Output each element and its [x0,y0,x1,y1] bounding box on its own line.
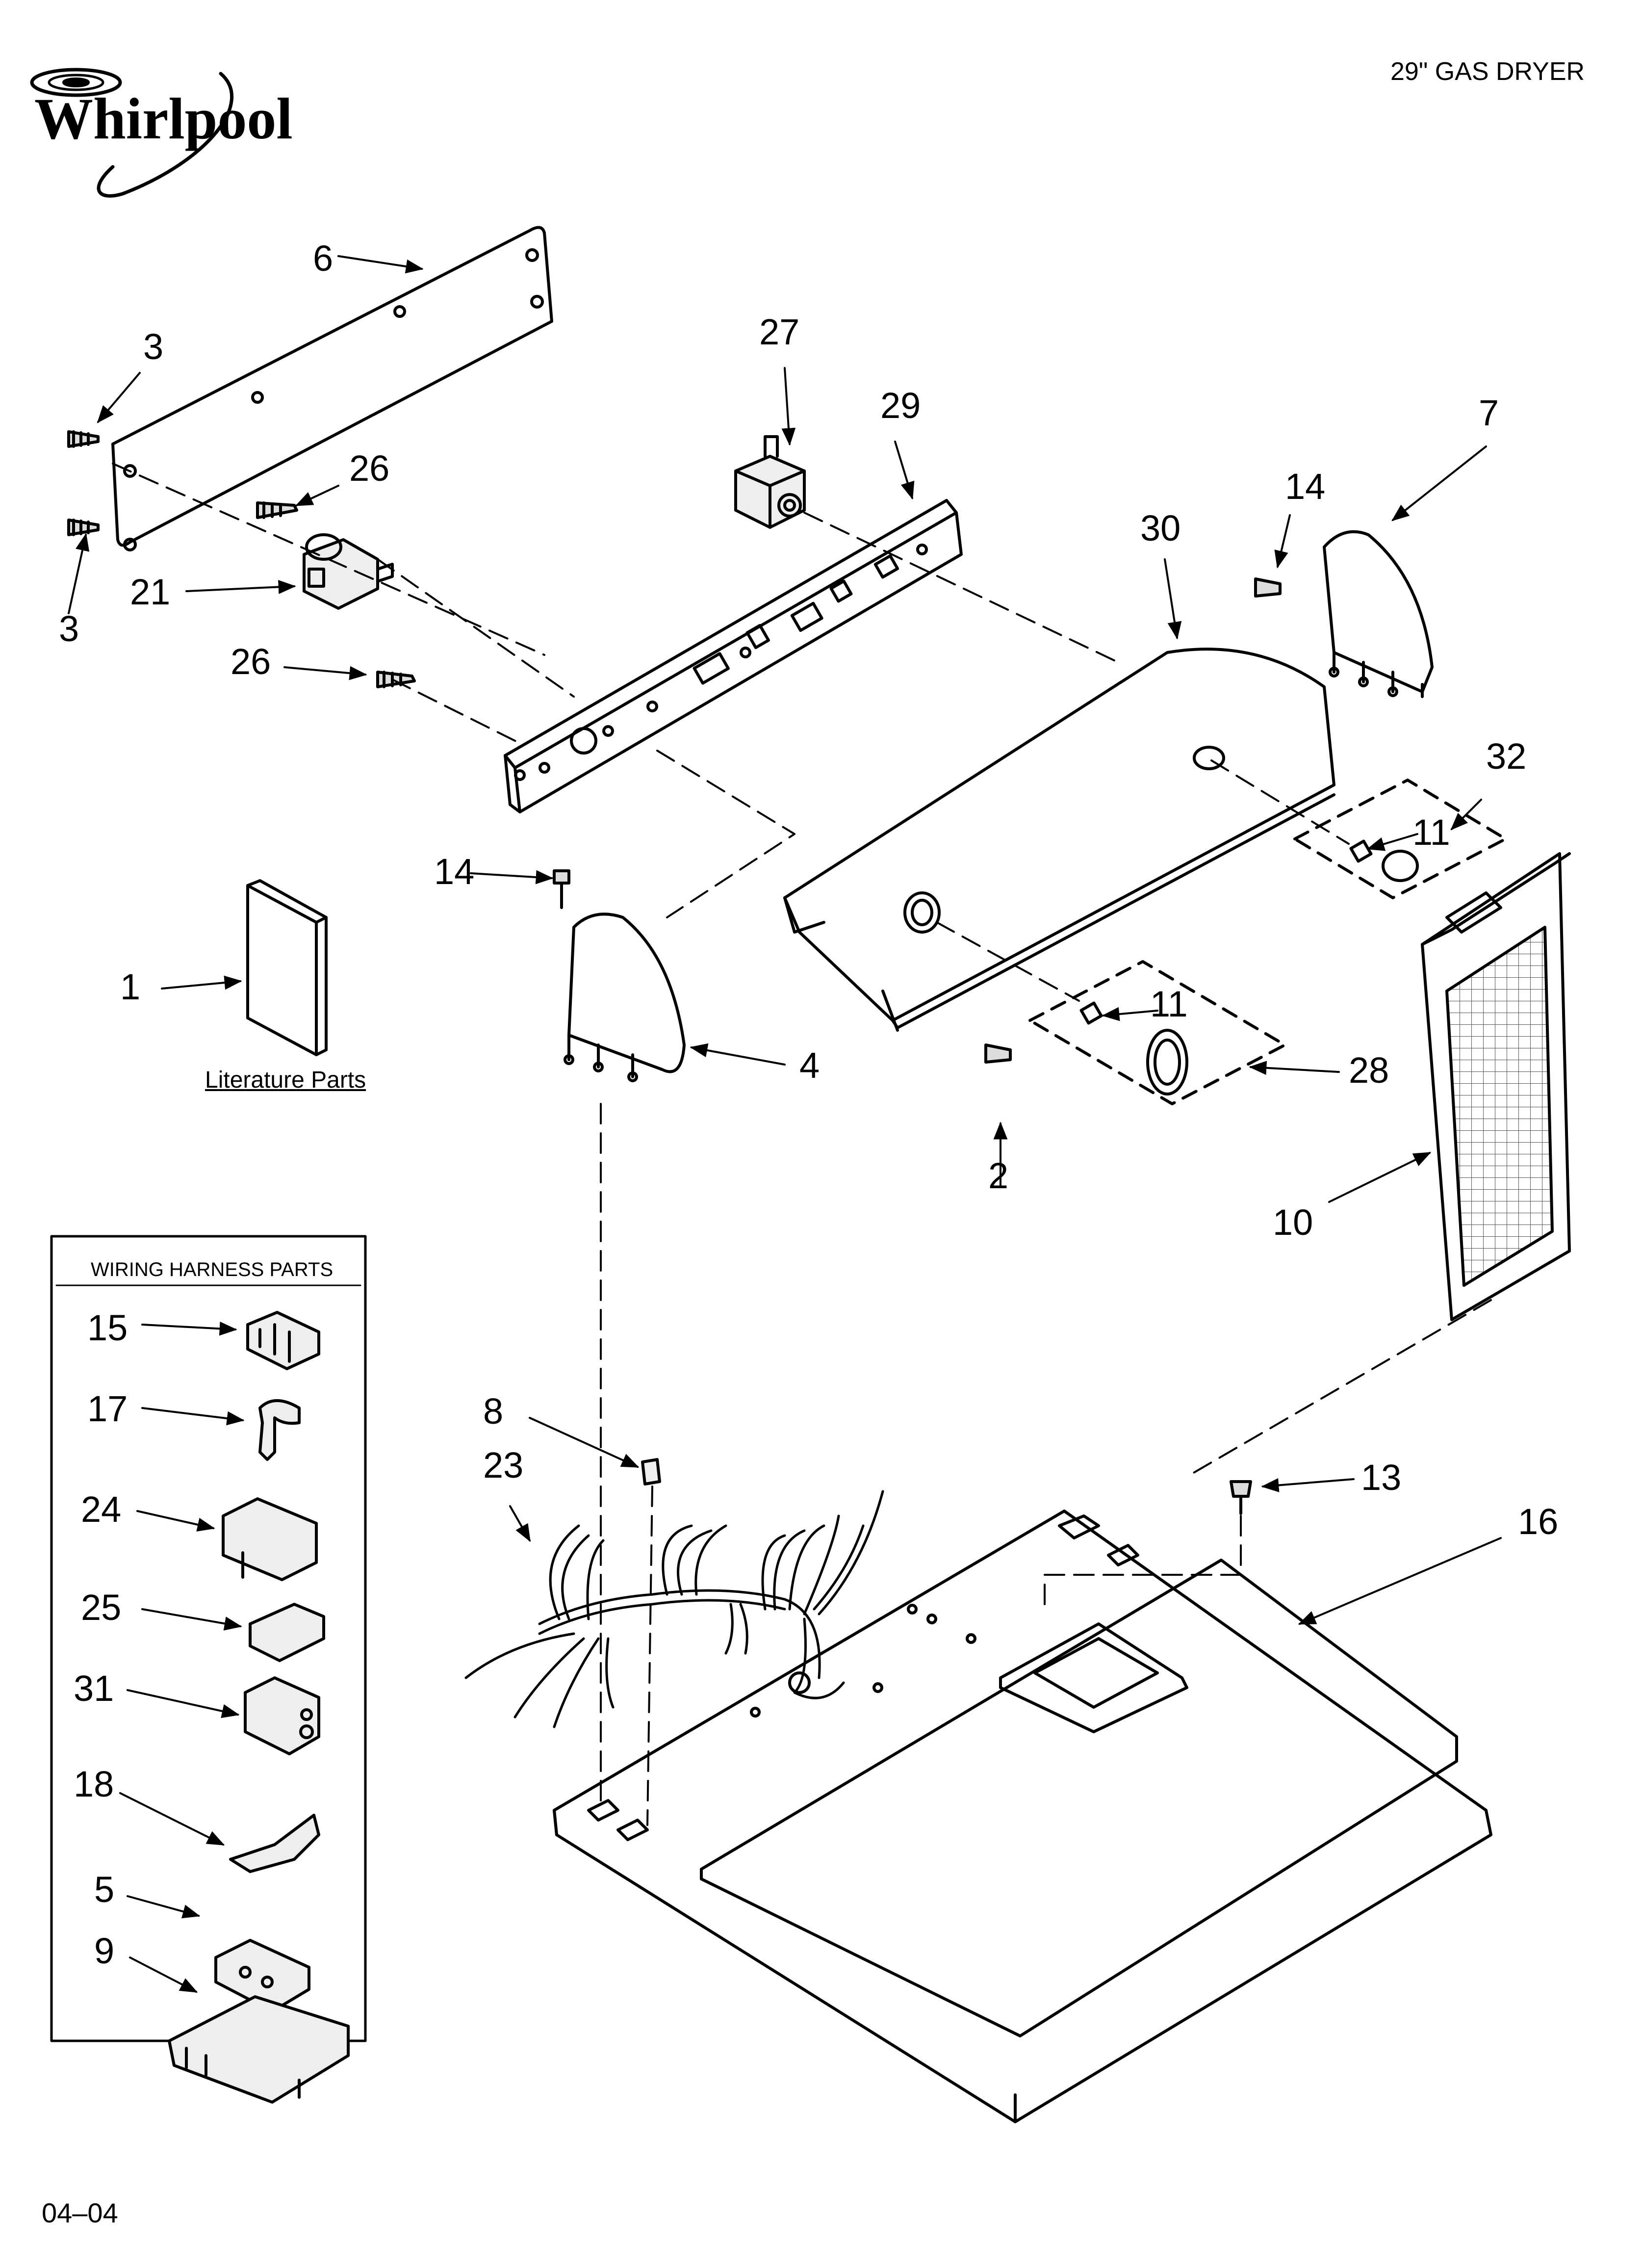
callout-arrows [68,255,1502,1993]
revision-code: 04–04 [42,2197,118,2228]
part-1-literature [246,879,328,1056]
callout-1: 1 [120,966,141,1007]
svg-text:Whirlpool: Whirlpool [34,86,293,151]
callout-8: 8 [483,1391,504,1432]
callout-9: 9 [94,1930,115,1971]
literature-parts-label: Literature Parts [205,1067,366,1093]
part-30-console [783,648,1335,1032]
callout-26-bottom: 26 [231,641,271,682]
part-2-screw [984,1043,1012,1064]
callout-10: 10 [1273,1202,1313,1243]
callout-29: 29 [880,385,921,426]
callout-30: 30 [1140,508,1181,548]
callout-11-right: 11 [1412,812,1450,853]
wiring-connectors [168,1311,350,2104]
callout-3-bottom: 3 [59,608,79,649]
callout-26-top: 26 [349,448,390,489]
callout-13: 13 [1361,1457,1402,1498]
part-29-control-bracket [504,499,963,813]
wiring-harness-title: WIRING HARNESS PARTS [91,1259,334,1280]
part-28-knob-assy [1028,960,1286,1105]
callout-14-left: 14 [434,851,475,892]
callout-3-top: 3 [143,326,164,367]
part-4-end-cap [564,912,686,1082]
part-16-top-panel [553,1510,1492,2123]
part-27-timer [734,435,806,529]
callout-31: 31 [74,1668,114,1709]
part-13-screw [1230,1480,1252,1515]
callout-18: 18 [74,1764,114,1804]
part-21-switch [303,533,394,610]
callout-6: 6 [313,238,334,279]
callout-28: 28 [1349,1050,1389,1091]
callout-2: 2 [988,1155,1009,1196]
callout-14-right: 14 [1285,466,1326,507]
callout-23: 23 [483,1445,524,1486]
callout-16: 16 [1518,1501,1559,1542]
part-10-lint-filter [1421,852,1571,1321]
callout-32: 32 [1486,736,1527,777]
whirlpool-logo: Whirlpool [30,68,293,198]
callout-17: 17 [87,1388,128,1429]
callout-5: 5 [94,1869,115,1910]
part-32-knob-assy [1293,779,1507,899]
part-6-rear-panel [111,226,553,551]
callout-25: 25 [81,1587,122,1628]
callout-15: 15 [87,1307,128,1348]
callout-24: 24 [81,1489,122,1530]
callout-4: 4 [799,1045,820,1086]
callout-27: 27 [759,312,800,352]
callout-11-bottom: 11 [1150,984,1188,1024]
callout-21: 21 [130,572,171,612]
part-23-wiring-harness [464,1490,884,1728]
part-3-screws [67,430,100,536]
part-7-end-cap [1323,530,1434,698]
assembly-dash-lines [112,463,1492,1826]
model-title: 29" GAS DRYER [1390,57,1585,86]
part-8-clip [641,1458,661,1486]
callout-7: 7 [1479,392,1499,433]
part-14-screws [553,577,1282,909]
